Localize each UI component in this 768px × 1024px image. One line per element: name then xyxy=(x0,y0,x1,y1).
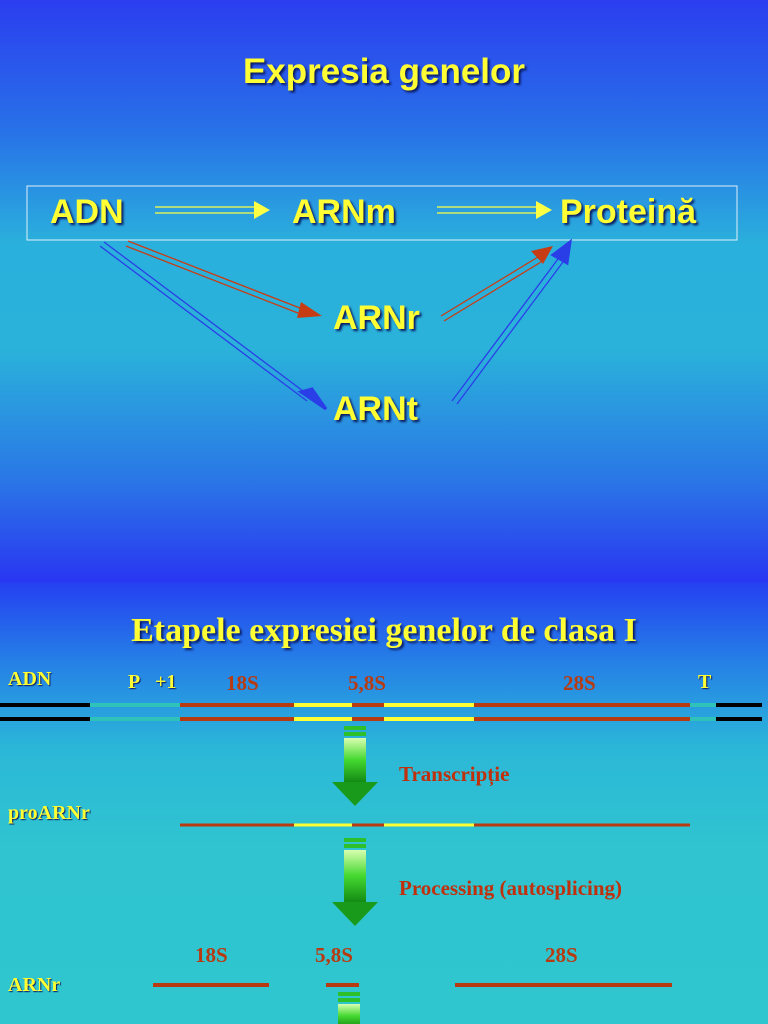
arrow-arnr-proteina xyxy=(440,246,553,322)
row-label-proarnr: proARNr xyxy=(8,802,90,824)
dna-strands xyxy=(0,703,762,721)
label-28s: 28S xyxy=(563,671,596,695)
arrow-adn-arnm xyxy=(155,201,270,219)
slide1-title: Expresia genelor xyxy=(242,52,526,91)
arrow-adn-arnr xyxy=(125,240,322,318)
slide-class-i-gene-expression: Etapele expresiei genelor de clasa I xyxy=(0,582,768,1024)
product-label-5-8s: 5,8S xyxy=(315,943,353,967)
node-adn: ADN xyxy=(50,193,124,231)
arrow-adn-arnt xyxy=(99,241,328,411)
node-arnt: ARNt xyxy=(333,390,418,428)
product-label-18s: 18S xyxy=(195,943,228,967)
arrow-arnt-proteina xyxy=(451,238,573,405)
next-step-arrow xyxy=(338,992,360,1024)
product-label-28s: 28S xyxy=(545,943,578,967)
label-promoter: P xyxy=(128,671,141,693)
node-arnm: ARNm xyxy=(292,193,396,231)
row-label-adn: ADN xyxy=(8,668,52,690)
label-terminator: T xyxy=(698,671,712,693)
node-proteina: Proteină xyxy=(560,193,697,231)
row-label-arnr: ARNr xyxy=(8,974,61,996)
processing-arrow xyxy=(332,838,378,926)
transcription-arrow xyxy=(332,726,378,806)
label-plus1: +1 xyxy=(155,671,177,693)
arrow-arnm-proteina xyxy=(437,201,552,219)
rrna-processing-diagram xyxy=(0,703,762,1024)
label-5-8s: 5,8S xyxy=(348,671,386,695)
label-18s: 18S xyxy=(226,671,259,695)
flow-diagram xyxy=(26,185,738,411)
slide2-title: Etapele expresiei genelor de clasa I xyxy=(131,612,637,649)
step-transcription: Transcripție xyxy=(399,762,510,786)
node-arnr: ARNr xyxy=(333,299,420,337)
slide-gene-expression: Expresia genelor xyxy=(0,0,768,582)
step-processing: Processing (autosplicing) xyxy=(399,876,623,900)
top-row-frame xyxy=(26,185,738,241)
